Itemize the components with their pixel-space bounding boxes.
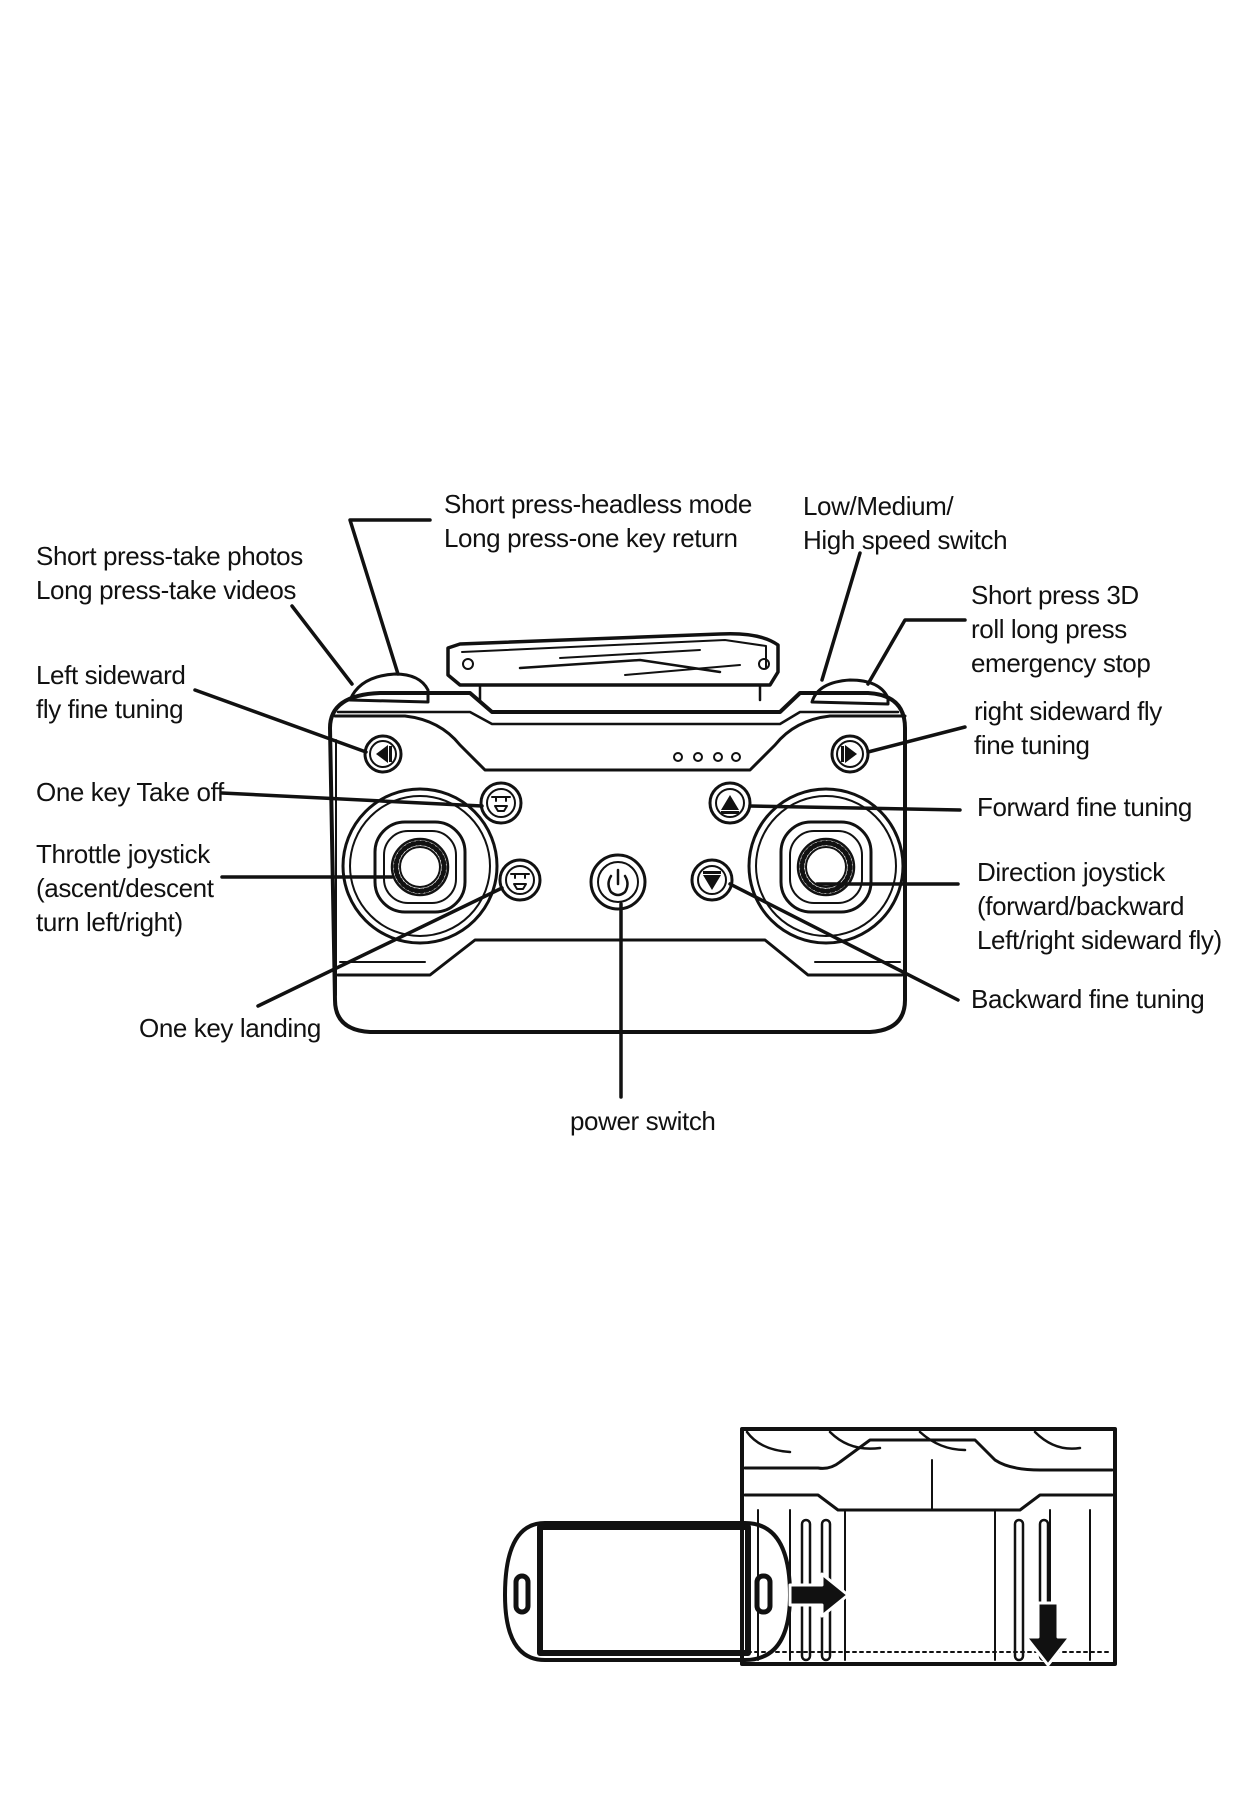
leader-left-trim [193,688,368,754]
label-takeoff: One key Take off [36,777,224,807]
takeoff-button[interactable] [479,781,523,825]
label-speed: Low/Medium/High speed switch [803,491,1008,555]
leader-roll [866,618,967,686]
landing-button[interactable] [498,858,542,902]
phone-holder [446,631,780,702]
takeoff-icon [491,796,511,812]
leader-takeoff [220,791,484,808]
leader-right-trim [866,725,967,754]
power-button[interactable] [589,853,647,911]
controller-body [328,631,907,1034]
battery-pack [503,1521,792,1662]
left-trim-button[interactable] [363,734,403,774]
arrow-right-icon [845,745,857,763]
push-down-arrow [1024,1601,1072,1667]
forward-trim-button[interactable] [708,781,752,825]
label-backward-trim: Backward fine tuning [971,984,1205,1014]
leader-headless [348,518,432,676]
label-landing: One key landing [139,1013,321,1043]
direction-joystick[interactable] [747,787,905,945]
label-power: power switch [570,1106,716,1136]
arrow-left-icon [376,745,388,763]
leader-lines [193,518,967,1099]
landing-icon [510,873,530,890]
leader-forward-trim [748,804,962,812]
leader-speed [820,551,862,682]
right-trim-button[interactable] [830,734,870,774]
backward-trim-button[interactable] [690,858,734,902]
shutter-shoulder-button[interactable] [348,672,430,704]
indicator-leds [673,752,741,762]
leader-landing [256,886,504,1008]
leader-shutter [290,604,354,686]
leader-backward-trim [728,882,960,1002]
battery-insertion-diagram [503,1427,1117,1667]
throttle-joystick[interactable] [341,787,499,945]
insert-right-arrow [788,1572,850,1618]
arrow-down-icon [703,875,721,890]
power-icon [607,874,629,897]
arrow-up-icon [721,795,739,810]
label-forward-trim: Forward fine tuning [977,792,1192,822]
